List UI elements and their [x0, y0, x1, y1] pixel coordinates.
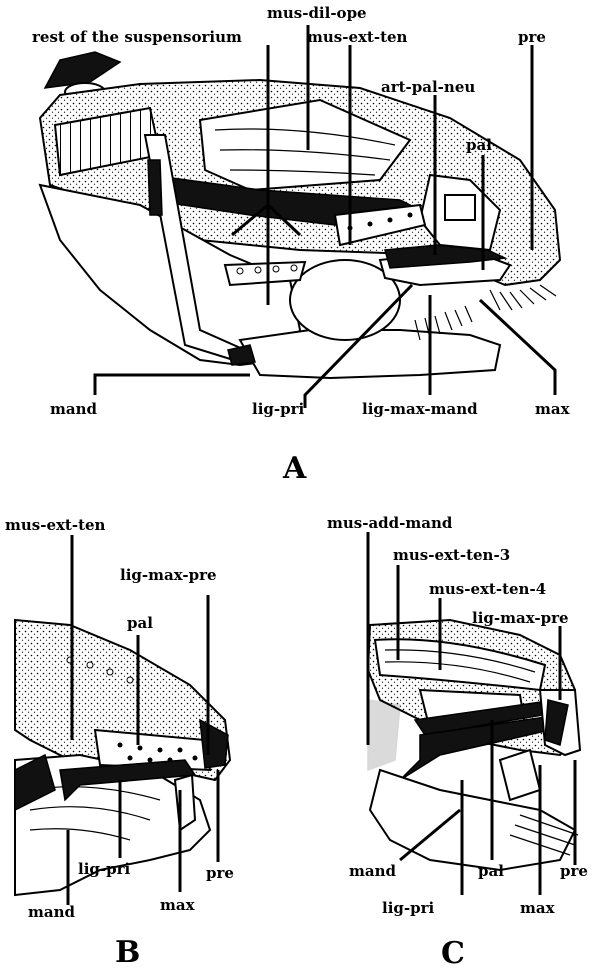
label-lig-pri: lig-pri: [252, 400, 305, 418]
label-lig-max-mand: lig-max-mand: [362, 400, 478, 418]
panel-c: mus-add-mand mus-ext-ten-3 mus-ext-ten-4…: [327, 514, 588, 971]
panel-b-drawing: [15, 620, 230, 895]
label-rest-of-suspensorium: rest of the suspensorium: [32, 28, 242, 46]
label-pal: pal: [466, 136, 492, 154]
label-mus-ext-ten-3-c: mus-ext-ten-3: [393, 546, 510, 564]
label-pre-c: pre: [560, 862, 588, 880]
label-max-c: max: [520, 899, 556, 917]
label-mus-ext-ten-b: mus-ext-ten: [5, 516, 106, 534]
panel-b: mus-ext-ten lig-max-pre pal lig-pri pre …: [5, 516, 234, 970]
label-art-pal-neu: art-pal-neu: [381, 78, 475, 96]
label-mand-b: mand: [28, 903, 75, 921]
panel-letter-c: C: [441, 936, 465, 971]
label-mus-dil-ope: mus-dil-ope: [267, 4, 367, 22]
panel-a: rest of the suspensorium mus-dil-ope mus…: [32, 4, 571, 486]
label-pre: pre: [518, 28, 546, 46]
label-pal-b: pal: [127, 614, 153, 632]
panel-letter-a: A: [282, 451, 307, 486]
label-lig-max-pre-c: lig-max-pre: [472, 609, 569, 627]
label-mus-ext-ten: mus-ext-ten: [307, 28, 408, 46]
label-mand: mand: [50, 400, 97, 418]
label-lig-pri-b: lig-pri: [78, 860, 131, 878]
label-lig-pri-c: lig-pri: [382, 899, 435, 917]
lower-jaw-c: [370, 770, 575, 870]
label-lig-max-pre-b: lig-max-pre: [120, 566, 217, 584]
label-max: max: [535, 400, 571, 418]
label-mand-c: mand: [349, 862, 396, 880]
panel-letter-b: B: [115, 935, 140, 970]
label-pre-b: pre: [206, 864, 234, 882]
label-pal-c: pal: [478, 862, 504, 880]
panel-c-drawing: [368, 620, 580, 870]
lower-jaw: [240, 330, 500, 378]
label-max-b: max: [160, 896, 196, 914]
label-mus-ext-ten-4-c: mus-ext-ten-4: [429, 580, 546, 598]
label-mus-add-mand-c: mus-add-mand: [327, 514, 453, 532]
